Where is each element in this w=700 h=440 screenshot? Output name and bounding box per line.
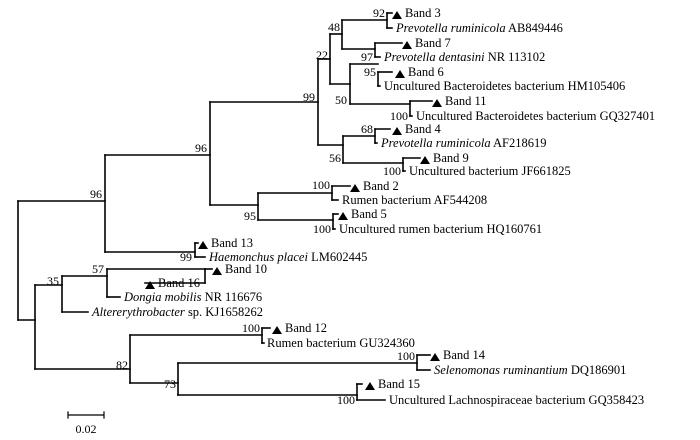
band-label: Band 11 — [445, 94, 487, 108]
band-label: Band 9 — [433, 151, 469, 165]
triangle-icon — [365, 382, 375, 390]
band-label: Band 2 — [363, 179, 399, 193]
triangle-icon — [395, 70, 405, 78]
bootstrap-value: 57 — [92, 262, 104, 276]
bootstrap-value: 95 — [364, 65, 376, 79]
triangle-icon — [145, 281, 155, 289]
bootstrap-value: 100 — [313, 222, 331, 236]
bootstrap-value: 22 — [316, 48, 328, 62]
band-label: Band 15 — [378, 377, 420, 391]
taxon-label: Rumen bacterium GU324360 — [267, 336, 415, 350]
band-label: Band 16 — [158, 276, 200, 290]
bootstrap-value: 96 — [195, 141, 207, 155]
triangle-icon — [432, 99, 442, 107]
bootstrap-value: 100 — [312, 178, 330, 192]
band-label: Band 4 — [405, 122, 442, 136]
bootstrap-value: 82 — [116, 358, 128, 372]
bootstrap-value: 100 — [337, 393, 355, 407]
band-label: Band 6 — [408, 65, 444, 79]
triangle-icon — [350, 184, 360, 192]
taxon-label: Altererythrobacter sp. KJ1658262 — [91, 305, 263, 319]
bootstrap-value: 100 — [397, 349, 415, 363]
bootstrap-value: 100 — [242, 321, 260, 335]
taxon-label: Dongia mobilis NR 116676 — [123, 290, 262, 304]
taxon-label: Haemonchus placei LM602445 — [208, 250, 367, 264]
bootstrap-value: 99 — [180, 250, 192, 264]
bootstrap-value: 68 — [361, 122, 373, 136]
scale-bar-line — [67, 411, 105, 419]
bootstrap-value: 48 — [328, 20, 340, 34]
bootstrap-value: 95 — [244, 209, 256, 223]
triangle-icon — [392, 127, 402, 135]
taxon-label: Uncultured Lachnospiraceae bacterium GQ3… — [389, 393, 644, 407]
triangle-icon — [198, 241, 208, 249]
taxon-label: Prevotella ruminicola AF218619 — [380, 136, 547, 150]
bootstrap-value: 92 — [373, 6, 385, 20]
band-label: Band 5 — [351, 207, 387, 221]
bootstrap-values: 92 97 48 95 100 50 22 68 100 56 99 100 1… — [47, 6, 415, 407]
bootstrap-value: 56 — [329, 151, 341, 165]
taxon-label: Selenomonas ruminantium DQ186901 — [434, 363, 626, 377]
bootstrap-value: 100 — [390, 109, 408, 123]
band-label: Band 3 — [405, 6, 441, 20]
tree-branches — [17, 12, 433, 401]
triangle-icon — [338, 212, 348, 220]
bootstrap-value: 99 — [303, 90, 315, 104]
band-label: Band 14 — [443, 348, 486, 362]
triangle-icon — [430, 353, 440, 361]
bootstrap-value: 35 — [47, 274, 59, 288]
taxon-label: Uncultured bacterium JF661825 — [409, 164, 571, 178]
triangle-icon — [272, 326, 282, 334]
taxon-label: Prevotella dentasini NR 113102 — [383, 50, 545, 64]
taxon-label: Uncultured Bacteroidetes bacterium GQ327… — [416, 109, 655, 123]
taxon-label: Uncultured rumen bacterium HQ160761 — [339, 222, 542, 236]
scale-bar-label: 0.02 — [76, 422, 97, 436]
band-label: Band 10 — [225, 262, 267, 276]
leaf-labels: Band 3 Band 7 Band 6 Band 11 Band 4 Band… — [91, 6, 655, 407]
band-label: Band 7 — [415, 36, 451, 50]
triangle-icon — [212, 267, 222, 275]
triangle-icon — [392, 11, 402, 19]
taxon-label: Uncultured Bacteroidetes bacterium HM105… — [384, 79, 625, 93]
band-label: Band 13 — [211, 236, 253, 250]
taxon-label: Prevotella ruminicola AB849446 — [395, 21, 563, 35]
bootstrap-value: 73 — [164, 377, 176, 391]
bootstrap-value: 96 — [90, 187, 102, 201]
triangle-icon — [420, 156, 430, 164]
band-markers — [145, 11, 442, 390]
taxon-label: Rumen bacterium AF544208 — [342, 193, 487, 207]
triangle-icon — [402, 41, 412, 49]
band-label: Band 12 — [285, 321, 327, 335]
bootstrap-value: 50 — [335, 93, 347, 107]
bootstrap-value: 97 — [361, 50, 373, 64]
bootstrap-value: 100 — [383, 164, 401, 178]
scale-bar: 0.02 — [67, 411, 105, 436]
